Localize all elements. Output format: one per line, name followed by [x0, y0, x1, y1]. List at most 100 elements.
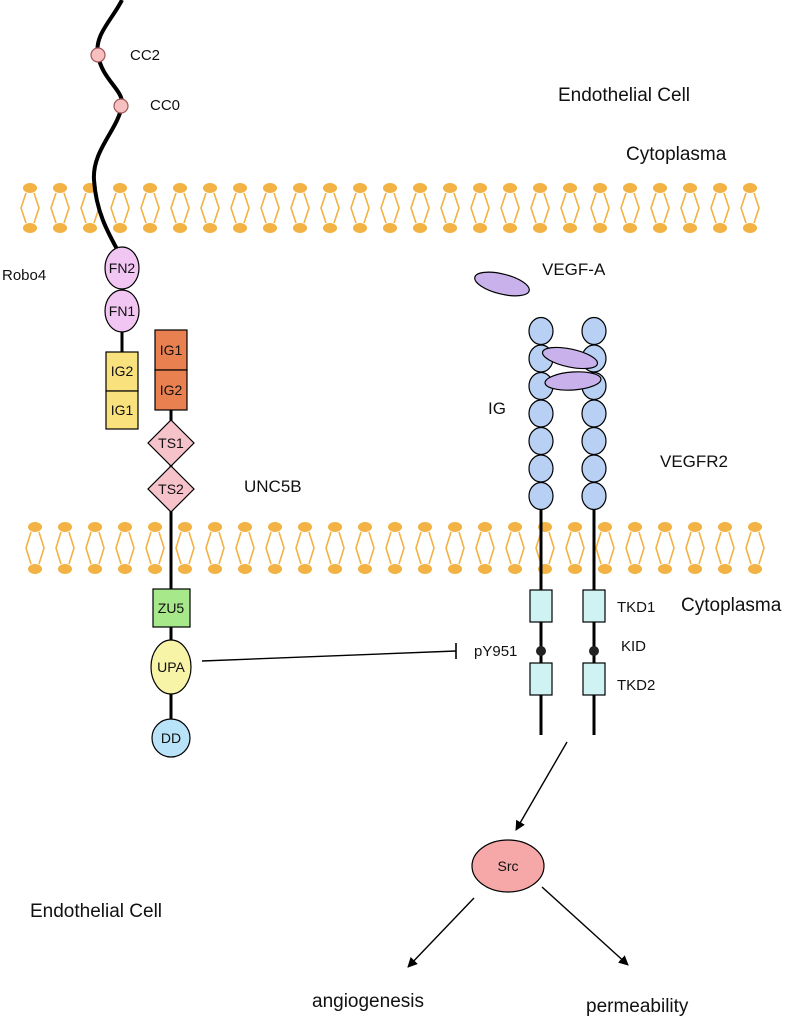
bottom-membrane — [25, 522, 765, 574]
lipid-pair — [445, 522, 465, 574]
lipid-pair — [535, 522, 555, 574]
lipid-pair — [110, 183, 130, 233]
lipid-pair — [205, 522, 225, 574]
lipid-pair — [415, 522, 435, 574]
lipid-pair — [260, 183, 280, 233]
arrow-vegfr2-to-src — [515, 741, 568, 831]
lipid-pair — [560, 183, 580, 233]
unc5b-dd-domain — [151, 718, 191, 758]
vegfr2-label: VEGFR2 — [660, 452, 728, 471]
lipid-pair — [380, 183, 400, 233]
lipid-pair — [200, 183, 220, 233]
lipid-pair — [355, 522, 375, 574]
unc5b-upa-domain — [150, 639, 192, 695]
lipid-pair — [25, 522, 45, 574]
py951-label: pY951 — [474, 643, 517, 660]
lipid-pair — [680, 183, 700, 233]
lipid-pair — [595, 522, 615, 574]
src-label: Src — [498, 858, 519, 874]
lipid-pair — [55, 522, 75, 574]
unc5b-ig2-label: IG2 — [160, 382, 183, 398]
lipid-pair — [290, 183, 310, 233]
vegfr2-left-tkd2 — [529, 662, 553, 696]
cytoplasma-right-label: Cytoplasma — [681, 595, 782, 616]
lipid-pair — [325, 522, 345, 574]
vegfr2-ig-domain — [581, 481, 607, 511]
ig-label: IG — [488, 399, 506, 418]
unc5b-ts1-label: TS1 — [158, 435, 184, 451]
lipid-pair — [710, 183, 730, 233]
lipid-pair — [85, 522, 105, 574]
robo4-fn2-domain — [104, 246, 140, 290]
endothelial-cell-bottom-label: Endothelial Cell — [30, 901, 162, 922]
unc5b-receptor: IG1 IG2 TS1 TS2 ZU5 UPA DD — [147, 329, 195, 758]
lipid-pair — [530, 183, 550, 233]
lipid-pair — [295, 522, 315, 574]
lipid-pair — [410, 183, 430, 233]
robo4-chain — [91, 0, 125, 259]
vegfr2-dimer — [528, 316, 607, 735]
lipid-pair — [715, 522, 735, 574]
lipid-pair — [475, 522, 495, 574]
lipid-pair — [620, 183, 640, 233]
unc5b-ig1-label: IG1 — [160, 342, 183, 358]
robo4-receptor: FN2 FN1 IG2 IG1 — [90, 0, 140, 430]
lipid-pair — [500, 183, 520, 233]
lipid-pair — [235, 522, 255, 574]
lipid-pair — [745, 522, 765, 574]
vegf-a-ligand — [474, 271, 530, 297]
cc0-node — [113, 98, 129, 114]
unc5b-upa-label: UPA — [157, 659, 185, 675]
vegfr2-ig-domain — [528, 316, 554, 346]
vegfr2-left-tkd1 — [529, 589, 553, 623]
vegfr2-right-tkd1 — [582, 589, 606, 623]
lipid-pair — [655, 522, 675, 574]
unc5b-ts2-label: TS2 — [158, 481, 184, 497]
robo4-fn2-label: FN2 — [109, 260, 136, 276]
robo4-ig2-domain — [105, 351, 139, 392]
lipid-pair — [230, 183, 250, 233]
lipid-pair — [740, 183, 760, 233]
vegfr2-ig-domain — [528, 454, 554, 483]
vegfr2-ig-domain — [581, 454, 607, 483]
unc5b-dd-label: DD — [161, 730, 181, 746]
cc2-node — [90, 47, 106, 63]
lipid-pair — [685, 522, 705, 574]
lipid-pair — [565, 522, 585, 574]
arrow-src-to-permeability — [541, 886, 629, 966]
robo4-fn1-label: FN1 — [109, 303, 136, 319]
vegfr2-left-ig-domains — [528, 316, 554, 511]
lipid-pair — [625, 522, 645, 574]
unc5b-zu5-domain — [152, 588, 191, 628]
vegfr2-ig-domain — [581, 316, 607, 346]
tkd2-label: TKD2 — [617, 677, 655, 694]
top-membrane — [20, 183, 760, 233]
vegfr2-right-tkd2 — [582, 662, 606, 696]
vegfr2-ig-domain — [528, 399, 554, 428]
vegf-a-bound-2 — [544, 371, 602, 391]
unc5b-label: UNC5B — [244, 477, 302, 496]
robo4-ig1-label: IG1 — [111, 402, 134, 418]
upa-inhibits-py951 — [201, 643, 457, 662]
lipid-pair — [140, 183, 160, 233]
lipid-pair — [50, 183, 70, 233]
vegfr2-ig-domain — [581, 426, 607, 456]
lipid-pair — [145, 522, 165, 574]
robo4-ig1-domain — [105, 390, 139, 430]
lipid-pair — [650, 183, 670, 233]
cytoplasma-top-label: Cytoplasma — [626, 144, 727, 165]
cc0-label: CC0 — [150, 97, 180, 114]
tkd1-label: TKD1 — [617, 599, 655, 616]
lipid-pair — [440, 183, 460, 233]
vegfr2-right-kid-node — [589, 646, 599, 656]
endothelial-cell-top-label: Endothelial Cell — [558, 85, 690, 106]
vegfr2-ig-domain — [581, 399, 607, 428]
robo4-fn1-domain — [104, 289, 140, 333]
lipid-pair — [265, 522, 285, 574]
cc2-label: CC2 — [130, 47, 160, 64]
src-node — [471, 839, 545, 893]
lipid-pair — [385, 522, 405, 574]
kid-label: KID — [621, 638, 646, 655]
lipid-pair — [115, 522, 135, 574]
